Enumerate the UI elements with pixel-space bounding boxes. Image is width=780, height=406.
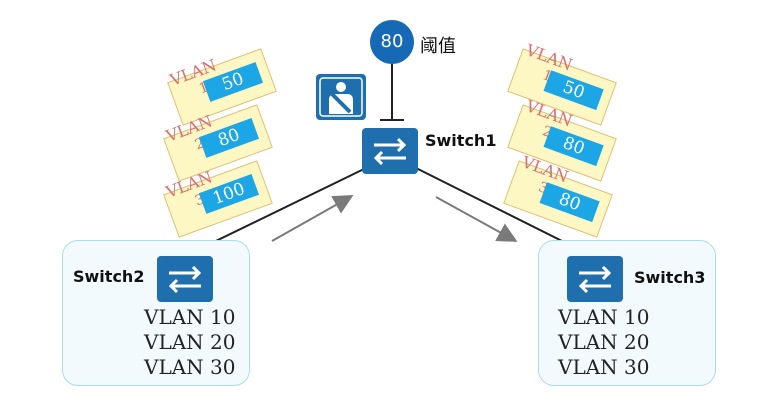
flow-arrow-in <box>271 195 354 242</box>
switch1-label: Switch1 <box>425 131 497 150</box>
switch2-vlan-1: VLAN 10 <box>144 305 236 329</box>
flow-arrow-out <box>435 196 518 242</box>
switch2-vlan-3: VLAN 30 <box>144 355 236 379</box>
switch3-vlan-3: VLAN 30 <box>558 355 650 379</box>
switch1-icon[interactable] <box>362 128 418 174</box>
switch3-vlan-1: VLAN 10 <box>558 305 650 329</box>
switch3-group <box>538 240 716 386</box>
switch2-vlan-2: VLAN 20 <box>144 330 236 354</box>
switch2-icon[interactable] <box>157 256 213 302</box>
switch2-label: Switch2 <box>73 267 145 286</box>
threshold-value: 80 <box>370 20 414 64</box>
switch3-label: Switch3 <box>634 268 706 287</box>
switch3-icon[interactable] <box>567 256 623 302</box>
seatbelt-limit-icon <box>316 74 366 120</box>
switch2-group <box>62 240 250 386</box>
threshold-label: 阈值 <box>420 36 456 57</box>
switch3-vlan-2: VLAN 20 <box>558 330 650 354</box>
